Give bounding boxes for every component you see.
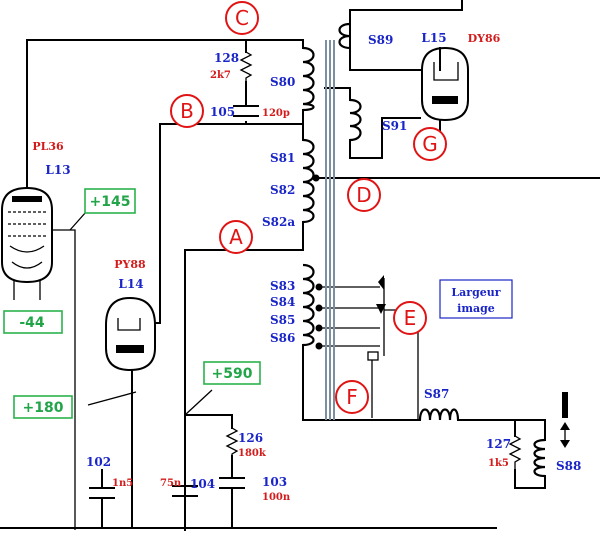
svg-text:-44: -44 <box>19 315 45 331</box>
label-c104-ref: 104 <box>190 477 215 491</box>
svg-text:+590: +590 <box>212 366 253 382</box>
label-r127-value: 1k5 <box>488 458 509 469</box>
svg-text:+145: +145 <box>90 194 131 210</box>
coil-s91 <box>349 98 362 142</box>
svg-text:+180: +180 <box>23 400 64 416</box>
label-r128-ref: 128 <box>214 51 239 65</box>
label-s82: S82 <box>270 183 295 197</box>
tube-l13 <box>1 186 53 284</box>
coil-s88 <box>533 438 546 478</box>
capacitor-102 <box>89 487 115 499</box>
label-c105-value: 120p <box>262 108 290 119</box>
svg-text:D: D <box>356 183 371 207</box>
svg-text:F: F <box>346 385 358 409</box>
marker-e: E <box>393 301 427 335</box>
tube-l14 <box>105 296 156 372</box>
label-s88: S88 <box>556 459 581 473</box>
label-r128-value: 2k7 <box>210 70 231 81</box>
width-control-box: Largeur image <box>439 279 513 319</box>
label-s89: S89 <box>368 33 393 47</box>
svg-text:B: B <box>180 99 194 123</box>
svg-text:A: A <box>229 225 243 249</box>
label-c103-ref: 103 <box>262 475 287 489</box>
capacitor-103 <box>219 477 245 489</box>
coil-s81-s82 <box>302 138 315 224</box>
svg-text:G: G <box>422 132 438 156</box>
label-c102-value: 1n5 <box>112 478 133 489</box>
voltage-box-180: +180 <box>13 395 73 419</box>
svg-text:C: C <box>235 6 249 30</box>
svg-text:Largeur: Largeur <box>451 286 500 299</box>
label-s80: S80 <box>270 75 295 89</box>
tube-l14-ref: L14 <box>118 277 143 291</box>
marker-c: C <box>225 1 259 35</box>
width-selector-switch <box>367 275 386 361</box>
label-r126-value: 180k <box>238 448 267 459</box>
marker-b: B <box>170 94 204 128</box>
label-c102-ref: 102 <box>86 455 111 469</box>
label-c105-ref: 105 <box>210 105 235 119</box>
label-c103-value: 100n <box>262 492 291 503</box>
transformer-core <box>325 40 335 420</box>
capacitor-105 <box>233 105 259 117</box>
tube-l15-type: DY86 <box>468 32 501 45</box>
voltage-box-minus44: -44 <box>3 310 63 334</box>
svg-text:image: image <box>457 302 495 315</box>
label-s81: S81 <box>270 151 295 165</box>
tap-dots <box>312 174 323 350</box>
yoke-arrow-icon <box>560 392 570 448</box>
capacitor-104 <box>172 485 198 497</box>
tube-l14-type: PY88 <box>114 258 146 271</box>
label-s82a: S82a <box>262 215 295 229</box>
voltage-box-590: +590 <box>203 361 261 385</box>
resistor-127 <box>508 435 522 470</box>
label-s83: S83 <box>270 279 295 293</box>
label-s86: S86 <box>270 331 295 345</box>
label-s85: S85 <box>270 313 295 327</box>
marker-f: F <box>335 380 369 414</box>
coil-s87 <box>418 408 460 421</box>
label-s84: S84 <box>270 295 295 309</box>
label-s91: S91 <box>382 119 407 133</box>
label-s87: S87 <box>424 387 449 401</box>
tube-l15 <box>421 46 469 122</box>
label-r126-ref: 126 <box>238 431 263 445</box>
tube-l13-type: PL36 <box>32 140 64 153</box>
tube-l13-ref: L13 <box>45 163 70 177</box>
tube-l15-ref: L15 <box>421 31 446 45</box>
marker-d: D <box>347 178 381 212</box>
marker-a: A <box>219 220 253 254</box>
marker-g: G <box>413 127 447 161</box>
coil-s83-s86 <box>302 263 315 347</box>
resistor-128 <box>239 51 253 82</box>
label-r127-ref: 127 <box>486 437 511 451</box>
resistor-126 <box>225 427 239 456</box>
coil-s80 <box>302 46 315 112</box>
svg-text:E: E <box>404 306 417 330</box>
coil-s89 <box>338 22 351 50</box>
voltage-box-145: +145 <box>84 188 136 214</box>
label-c104-value: 75n <box>160 478 182 489</box>
